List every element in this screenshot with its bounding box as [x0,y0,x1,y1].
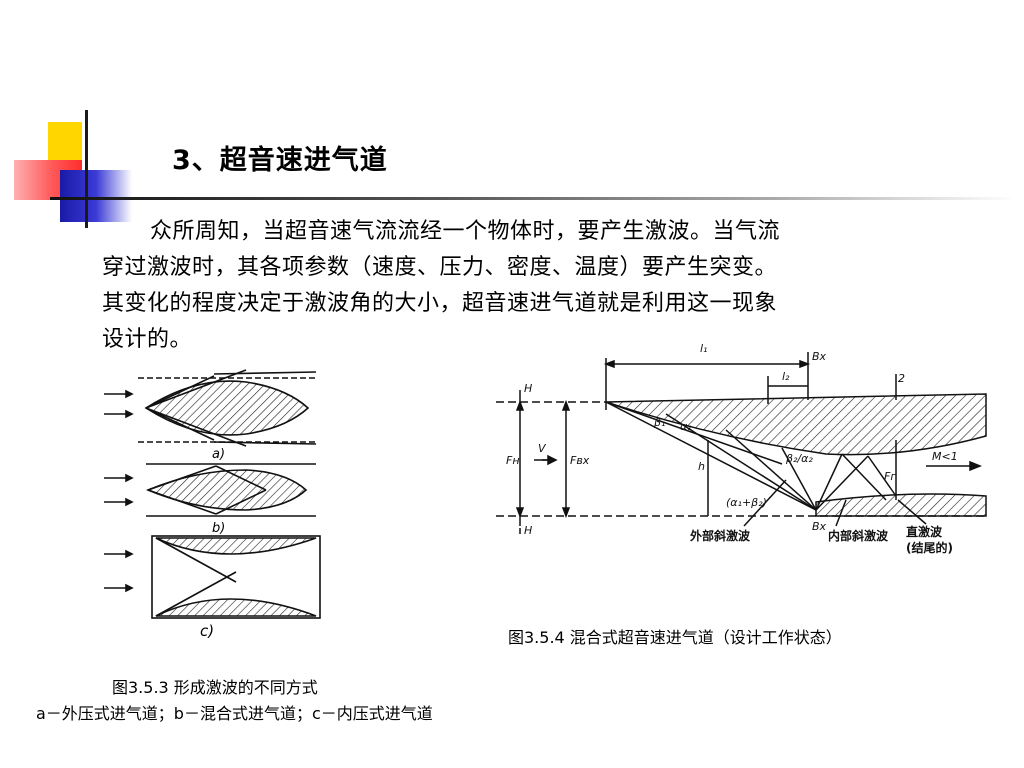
label-h: h [698,460,705,473]
label-beta1: β₁ [653,416,665,429]
figure-mixed-inlet: l₁ l₂ Bx 2 H H V Fн Fвх h β₁ α₁ β₂/α₂ (α… [496,342,987,555]
label-fh: Fн [506,454,520,467]
paragraph-line: 穿过激波时，其各项参数（速度、压力、密度、温度）要产生突变。 [102,255,778,280]
label-l1: l₁ [700,342,707,355]
figure-left-caption: 图3.5.3 形成激波的不同方式 [112,678,318,697]
note-internal-oblique-shock: 内部斜激波 [828,528,889,543]
panel-a-external-compression [104,369,317,447]
label-fr: Fг [884,470,896,483]
figure-shock-methods: a) b) c) [104,369,321,640]
paragraph-line: 设计的。 [102,327,193,352]
label-bx-bottom: Bx [812,520,827,533]
decor-yellow-block [48,122,82,162]
slide-title: 3、超音速进气道 [172,145,388,176]
label-beta2-alpha2: β₂/α₂ [785,452,813,465]
figure-right-caption: 图3.5.4 混合式超音速进气道（设计工作状态） [508,628,842,647]
panel-b-mixed-compression [104,463,316,517]
label-alpha-beta-sum: (α₁+β₂) [726,496,767,509]
panel-label-c: c) [200,622,214,640]
panel-label-b: b) [212,521,225,536]
label-station-2: 2 [898,372,905,385]
label-bx-top: Bx [812,350,827,363]
title-underline [50,197,1016,200]
note-normal-shock: 直激波 [906,524,943,539]
figure-left-subcaption: a－外压式进气道；b－混合式进气道；c－内压式进气道 [36,704,433,723]
decor-vertical-line [85,110,88,228]
paragraph-line: 其变化的程度决定于激波角的大小，超音速进气道就是利用这一现象 [102,291,778,316]
decor-blue-block [60,170,132,222]
note-external-oblique-shock: 外部斜激波 [690,528,751,543]
panel-label-a: a) [212,447,225,462]
label-v: V [538,442,547,455]
note-terminal: (结尾的) [906,540,953,555]
body-paragraph: 众所周知，当超音速气流流经一个物体时，要产生激波。当气流 穿过激波时，其各项参数… [102,214,972,358]
label-fbx: Fвх [570,454,590,467]
label-l2: l₂ [782,370,790,383]
label-m-lt-1: M<1 [932,450,958,463]
label-h-top: H [524,382,532,395]
label-h-bottom: H [524,524,532,537]
panel-c-internal-compression [104,535,321,619]
paragraph-line: 众所周知，当超音速气流流经一个物体时，要产生激波。当气流 [150,219,781,244]
label-alpha1: α₁ [680,420,692,433]
